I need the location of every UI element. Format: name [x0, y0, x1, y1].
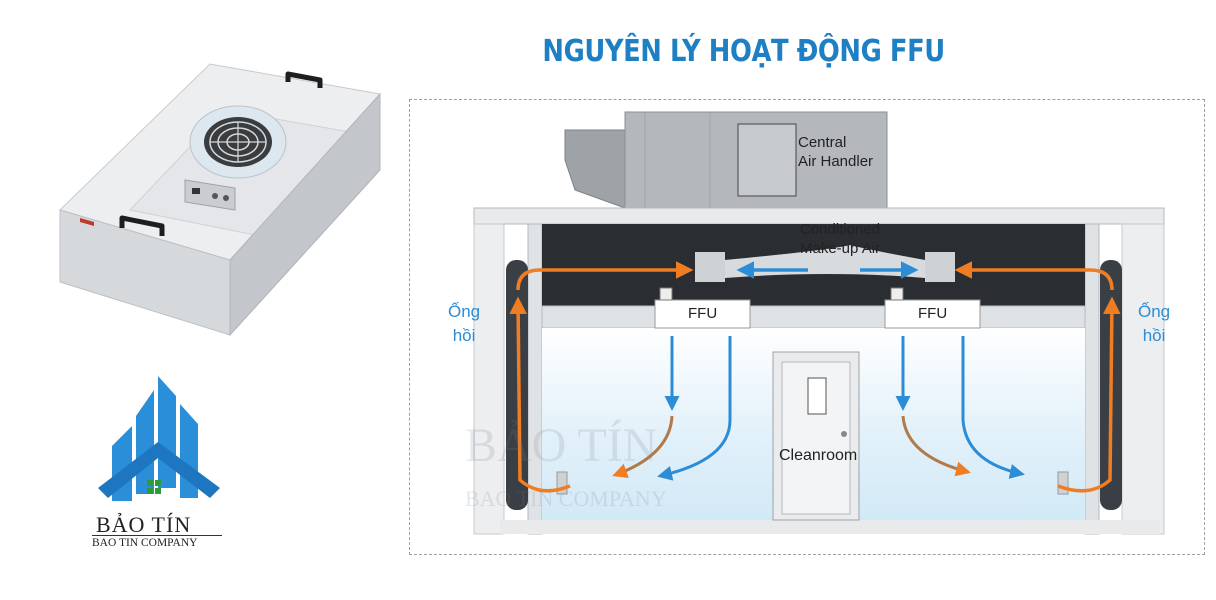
page-title: NGUYÊN LÝ HOẠT ĐỘNG FFU: [542, 34, 945, 69]
return-duct-label-left: Ống hồi: [448, 302, 481, 345]
logo-name: BẢO TÍN: [96, 512, 192, 537]
central-air-handler-label: Central Air Handler: [798, 134, 874, 170]
cleanroom-label: Cleanroom: [779, 447, 858, 464]
bao-tin-logo: [98, 376, 220, 501]
ffu-unit-illustration: [59, 63, 381, 337]
central-air-handler: [564, 111, 888, 209]
watermark-name: BẢO TÍN: [465, 419, 658, 472]
handle-icon: [119, 215, 165, 236]
conditioned-air-label: Conditioned Make-up Air: [800, 221, 881, 257]
handle-icon: [285, 71, 323, 88]
return-duct-label-right: Ống hồi: [1138, 302, 1171, 345]
ffu-box-right: [884, 299, 981, 329]
ffu-label-right: FFU: [918, 305, 948, 322]
ffu-label-left: FFU: [688, 305, 718, 322]
logo-divider: [92, 535, 222, 536]
cleanroom-door: [772, 351, 860, 521]
watermark-company: BAO TIN COMPANY: [465, 486, 667, 511]
ffu-box-left: [654, 299, 751, 329]
ffu-operating-diagram: BẢO TÍN BAO TIN COMPANY Central Air Hand…: [409, 99, 1205, 555]
logo-company: BAO TIN COMPANY: [92, 537, 198, 549]
